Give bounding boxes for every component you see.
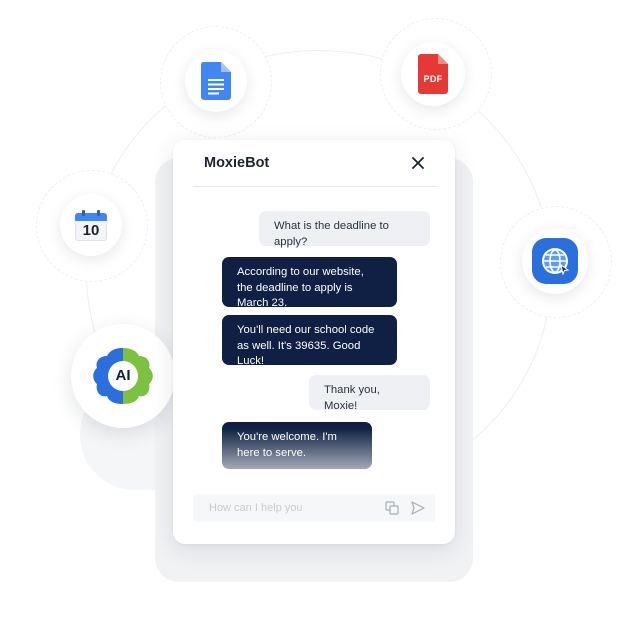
bot-message: According to our website, the deadline t…: [222, 257, 397, 309]
chat-input-bar: [193, 493, 435, 523]
close-icon[interactable]: [407, 152, 429, 174]
globe-icon: [532, 238, 578, 284]
pdf-bubble: PDF: [401, 42, 465, 106]
send-icon[interactable]: [409, 499, 427, 517]
pdf-icon: PDF: [418, 54, 448, 94]
chat-input[interactable]: [193, 493, 383, 523]
chat-header: MoxieBot: [193, 140, 437, 187]
bot-message: You're welcome. I'm here to serve.: [222, 422, 372, 469]
chat-window: MoxieBot What is the deadline to apply? …: [173, 140, 455, 544]
calendar-day: 10: [82, 222, 100, 239]
user-message: What is the deadline to apply?: [259, 211, 430, 248]
user-message: Thank you, Moxie!: [309, 375, 430, 412]
chat-title: MoxieBot: [204, 155, 270, 171]
docs-halo: [160, 26, 272, 138]
ai-badge-label: AI: [115, 367, 131, 384]
globe-bubble: [522, 228, 588, 294]
calendar-bubble: 10: [60, 194, 122, 256]
ai-bubble: AI: [71, 324, 175, 428]
google-docs-icon: [201, 62, 231, 100]
ai-brain-icon: AI: [91, 344, 155, 408]
bot-message: You'll need our school code as well. It'…: [222, 315, 397, 367]
translate-icon[interactable]: [383, 499, 401, 517]
docs-bubble: [185, 50, 247, 112]
pdf-icon-label: PDF: [423, 74, 443, 84]
calendar-icon: 10: [75, 209, 107, 241]
